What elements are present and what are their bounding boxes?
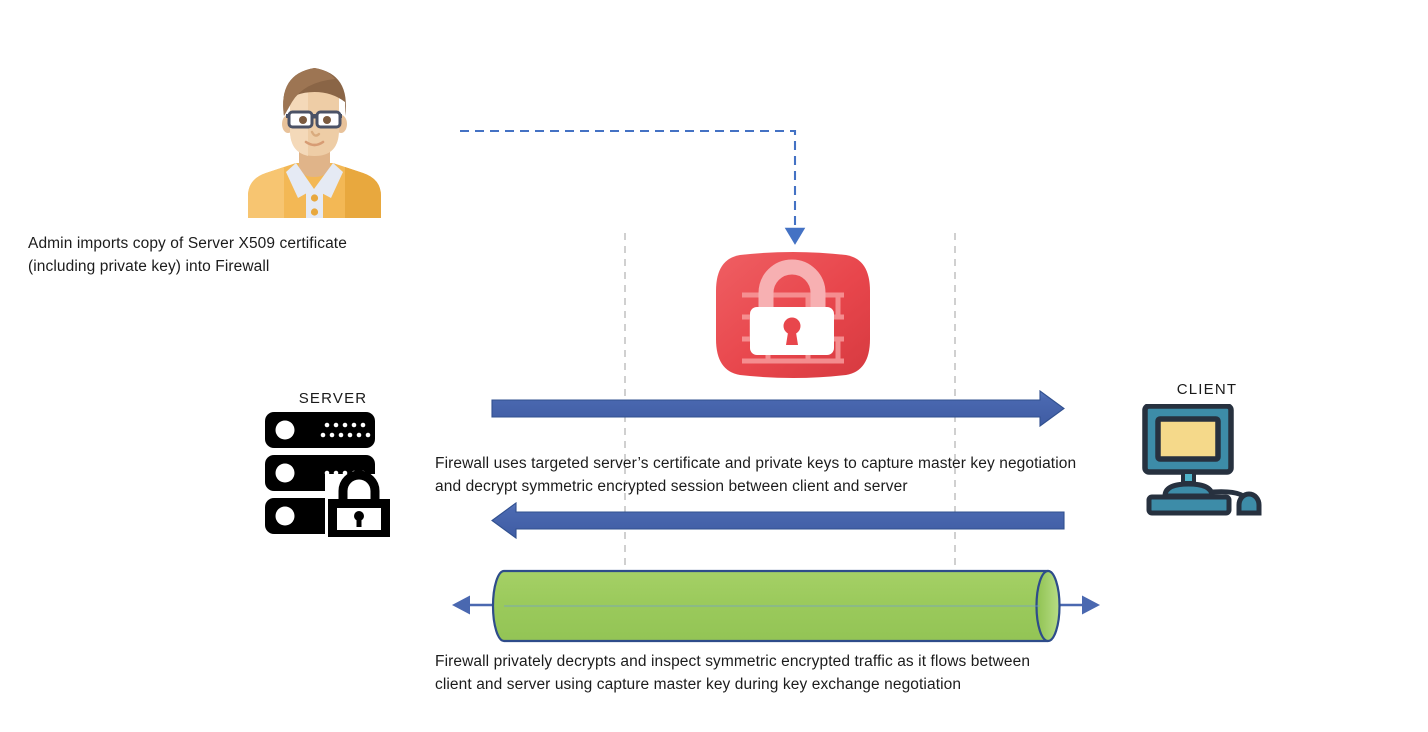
firewall-inspect-caption: Firewall privately decrypts and inspect … (435, 653, 1031, 693)
client-node-label: CLIENT (1176, 381, 1238, 398)
admin-import-caption: Admin imports copy of Server X509 certif… (28, 235, 347, 275)
tunnel-arrowhead-right-icon (1082, 595, 1100, 615)
admin-user-icon (232, 46, 397, 218)
server-node-label: SERVER (298, 390, 368, 407)
cert-import-dashed-arrow (460, 129, 806, 245)
client-desktop-icon (1141, 403, 1271, 516)
firewall-capture-caption: Firewall uses targeted server’s certific… (435, 455, 1077, 495)
encrypted-tunnel-cylinder (491, 569, 1061, 643)
server-rack-lock-icon (265, 412, 399, 539)
tunnel-arrowhead-left-icon (452, 595, 470, 615)
session-arrow-client-to-server (491, 501, 1065, 540)
session-arrow-server-to-client (491, 389, 1065, 428)
firewall-lock-icon (712, 251, 874, 379)
